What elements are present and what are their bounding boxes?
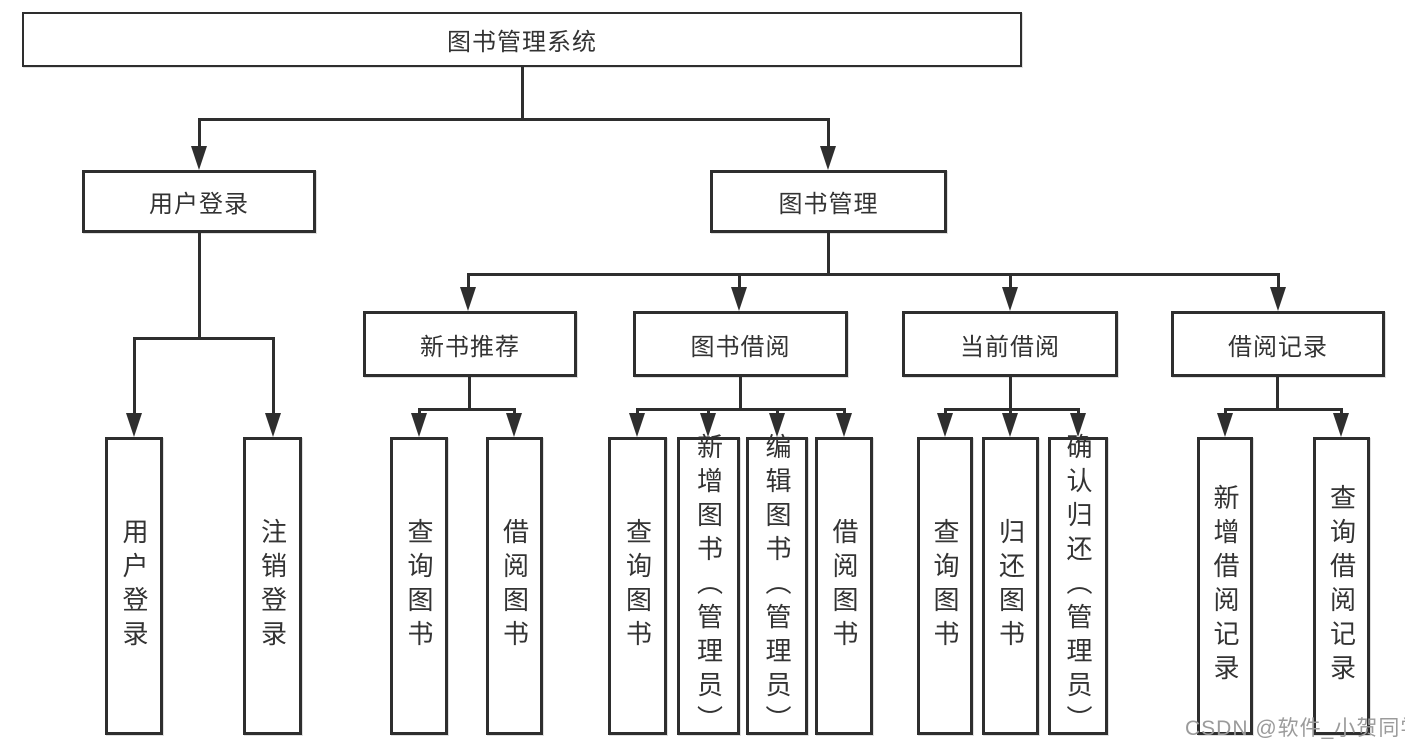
connector-line: [521, 67, 524, 118]
leaf-add-borrow-record: 新增借阅记录: [1197, 437, 1253, 735]
connector-line: [827, 118, 830, 150]
connector-line: [636, 408, 846, 411]
leaf-user-login: 用户登录: [105, 437, 163, 735]
arrow-down-icon: [629, 413, 645, 437]
arrow-down-icon: [1217, 413, 1233, 437]
connector-line: [738, 273, 741, 289]
connector-line: [636, 408, 639, 416]
leaf-edit-books-admin: 编辑图书（管理员）: [746, 433, 808, 739]
connector-line: [513, 408, 516, 416]
connector-line: [467, 273, 1280, 276]
arrow-down-icon: [1002, 287, 1018, 311]
node-current-borrowing-label: 当前借阅: [960, 333, 1060, 361]
leaf-add-books-admin: 新增图书（管理员）: [677, 433, 740, 739]
leaf-recommend-borrow-books-label: 借阅图书: [499, 518, 530, 654]
connector-line: [468, 377, 471, 408]
node-book-borrowing: 图书借阅: [633, 311, 848, 377]
connector-line: [776, 408, 779, 416]
leaf-borrowing-query-books-label: 查询图书: [622, 518, 653, 654]
node-user-login: 用户登录: [82, 170, 316, 233]
node-borrowing-records: 借阅记录: [1171, 311, 1385, 377]
arrow-down-icon: [700, 413, 716, 437]
connector-line: [1077, 408, 1080, 416]
leaf-logout-label: 注销登录: [257, 518, 288, 654]
leaf-return-books: 归还图书: [982, 437, 1039, 735]
node-borrowing-records-label: 借阅记录: [1228, 333, 1328, 361]
connector-line: [467, 273, 470, 289]
arrow-down-icon: [411, 413, 427, 437]
connector-line: [944, 408, 947, 416]
connector-line: [944, 408, 1080, 411]
leaf-confirm-return-admin-label: 确认归还（管理员）: [1063, 433, 1093, 739]
arrow-down-icon: [191, 146, 207, 170]
leaf-current-query-books: 查询图书: [917, 437, 973, 735]
arrow-down-icon: [1270, 287, 1286, 311]
connector-line: [1009, 273, 1012, 289]
leaf-borrowing-borrow-books: 借阅图书: [815, 437, 873, 735]
connector-line: [198, 233, 201, 337]
node-library-system: 图书管理系统: [22, 12, 1022, 67]
leaf-user-login-label: 用户登录: [119, 518, 149, 654]
leaf-return-books-label: 归还图书: [995, 518, 1026, 654]
arrow-down-icon: [937, 413, 953, 437]
csdn-watermark: CSDN @软件_小贺同学: [1185, 717, 1405, 740]
connector-line: [827, 233, 830, 273]
arrow-down-icon: [820, 146, 836, 170]
arrow-down-icon: [126, 413, 142, 437]
arrow-down-icon: [769, 413, 785, 437]
connector-line: [739, 377, 742, 408]
node-user-login-label: 用户登录: [149, 191, 249, 218]
arrow-down-icon: [460, 287, 476, 311]
connector-line: [198, 118, 830, 121]
connector-line: [418, 408, 516, 411]
arrow-down-icon: [731, 287, 747, 311]
leaf-confirm-return-admin: 确认归还（管理员）: [1048, 433, 1108, 739]
connector-line: [272, 337, 275, 415]
connector-line: [1276, 377, 1279, 408]
arrow-down-icon: [1333, 413, 1349, 437]
connector-line: [1009, 377, 1012, 408]
connector-line: [843, 408, 846, 416]
connector-line: [198, 118, 201, 150]
arrow-down-icon: [1002, 413, 1018, 437]
arrow-down-icon: [836, 413, 852, 437]
leaf-query-borrow-record-label: 查询借阅记录: [1326, 484, 1357, 688]
connector-line: [1277, 273, 1280, 289]
connector-line: [707, 408, 710, 416]
leaf-recommend-query-books: 查询图书: [390, 437, 448, 735]
leaf-recommend-query-books-label: 查询图书: [404, 518, 434, 654]
leaf-borrowing-borrow-books-label: 借阅图书: [829, 518, 859, 654]
leaf-query-borrow-record: 查询借阅记录: [1313, 437, 1370, 735]
leaf-add-borrow-record-label: 新增借阅记录: [1210, 484, 1240, 688]
node-new-book-recommend-label: 新书推荐: [420, 333, 520, 361]
connector-line: [1224, 408, 1227, 416]
leaf-recommend-borrow-books: 借阅图书: [486, 437, 543, 735]
connector-line: [418, 408, 421, 416]
leaf-borrowing-query-books: 查询图书: [608, 437, 667, 735]
connector-line: [1340, 408, 1343, 416]
leaf-edit-books-admin-label: 编辑图书（管理员）: [762, 433, 792, 739]
node-book-borrowing-label: 图书借阅: [690, 333, 791, 361]
node-current-borrowing: 当前借阅: [902, 311, 1118, 377]
node-library-system-label: 图书管理系统: [447, 29, 597, 56]
leaf-logout: 注销登录: [243, 437, 302, 735]
connector-line: [133, 337, 136, 415]
leaf-current-query-books-label: 查询图书: [930, 518, 960, 654]
arrow-down-icon: [1070, 413, 1086, 437]
leaf-add-books-admin-label: 新增图书（管理员）: [693, 433, 724, 739]
connector-line: [1009, 408, 1012, 416]
connector-line: [133, 337, 275, 340]
arrow-down-icon: [265, 413, 281, 437]
node-new-book-recommend: 新书推荐: [363, 311, 577, 377]
arrow-down-icon: [506, 413, 522, 437]
node-book-management-label: 图书管理: [778, 191, 879, 218]
connector-line: [1224, 408, 1343, 411]
node-book-management: 图书管理: [710, 170, 947, 233]
